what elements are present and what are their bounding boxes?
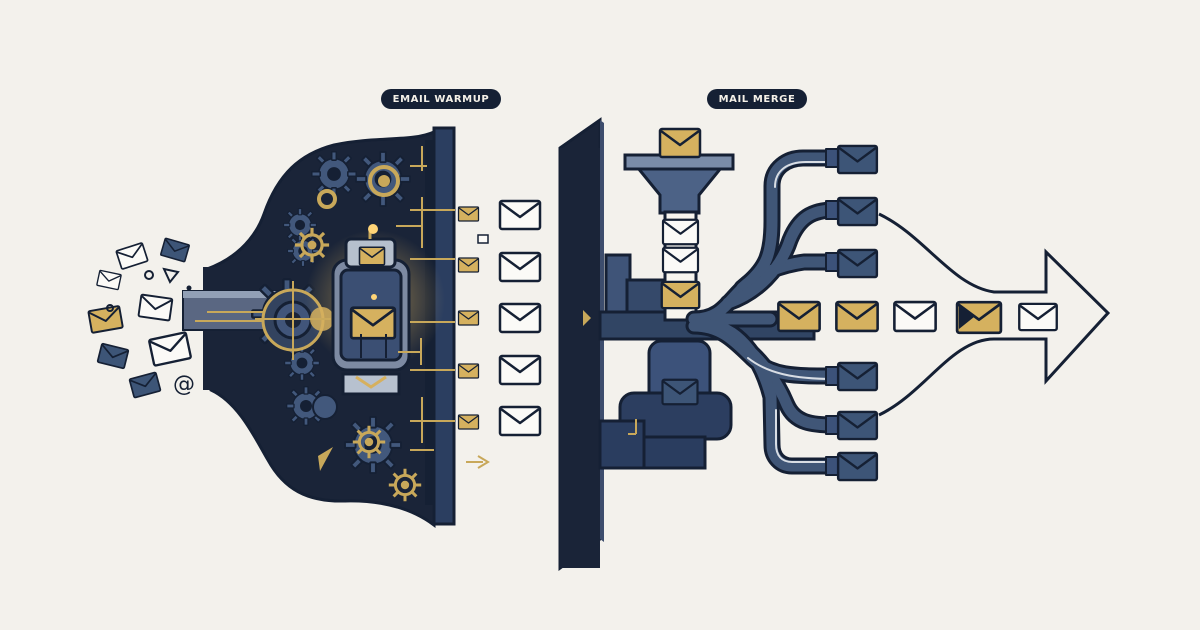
merge-divider-wall [558, 117, 604, 571]
merge-machine [598, 127, 816, 470]
warmup-output-envelopes [457, 199, 542, 437]
at-symbol-icon: @ [173, 372, 195, 397]
merge-output-arrow [777, 212, 1111, 417]
email-warmup-label: EMAIL WARMUP [381, 89, 501, 109]
warmup-circuit-lines [195, 165, 490, 469]
mail-merge-label: MAIL MERGE [707, 89, 807, 109]
scattered-envelopes: @ [87, 237, 195, 399]
merge-branch-pipes [685, 148, 843, 476]
warmup-chamber [305, 224, 445, 396]
